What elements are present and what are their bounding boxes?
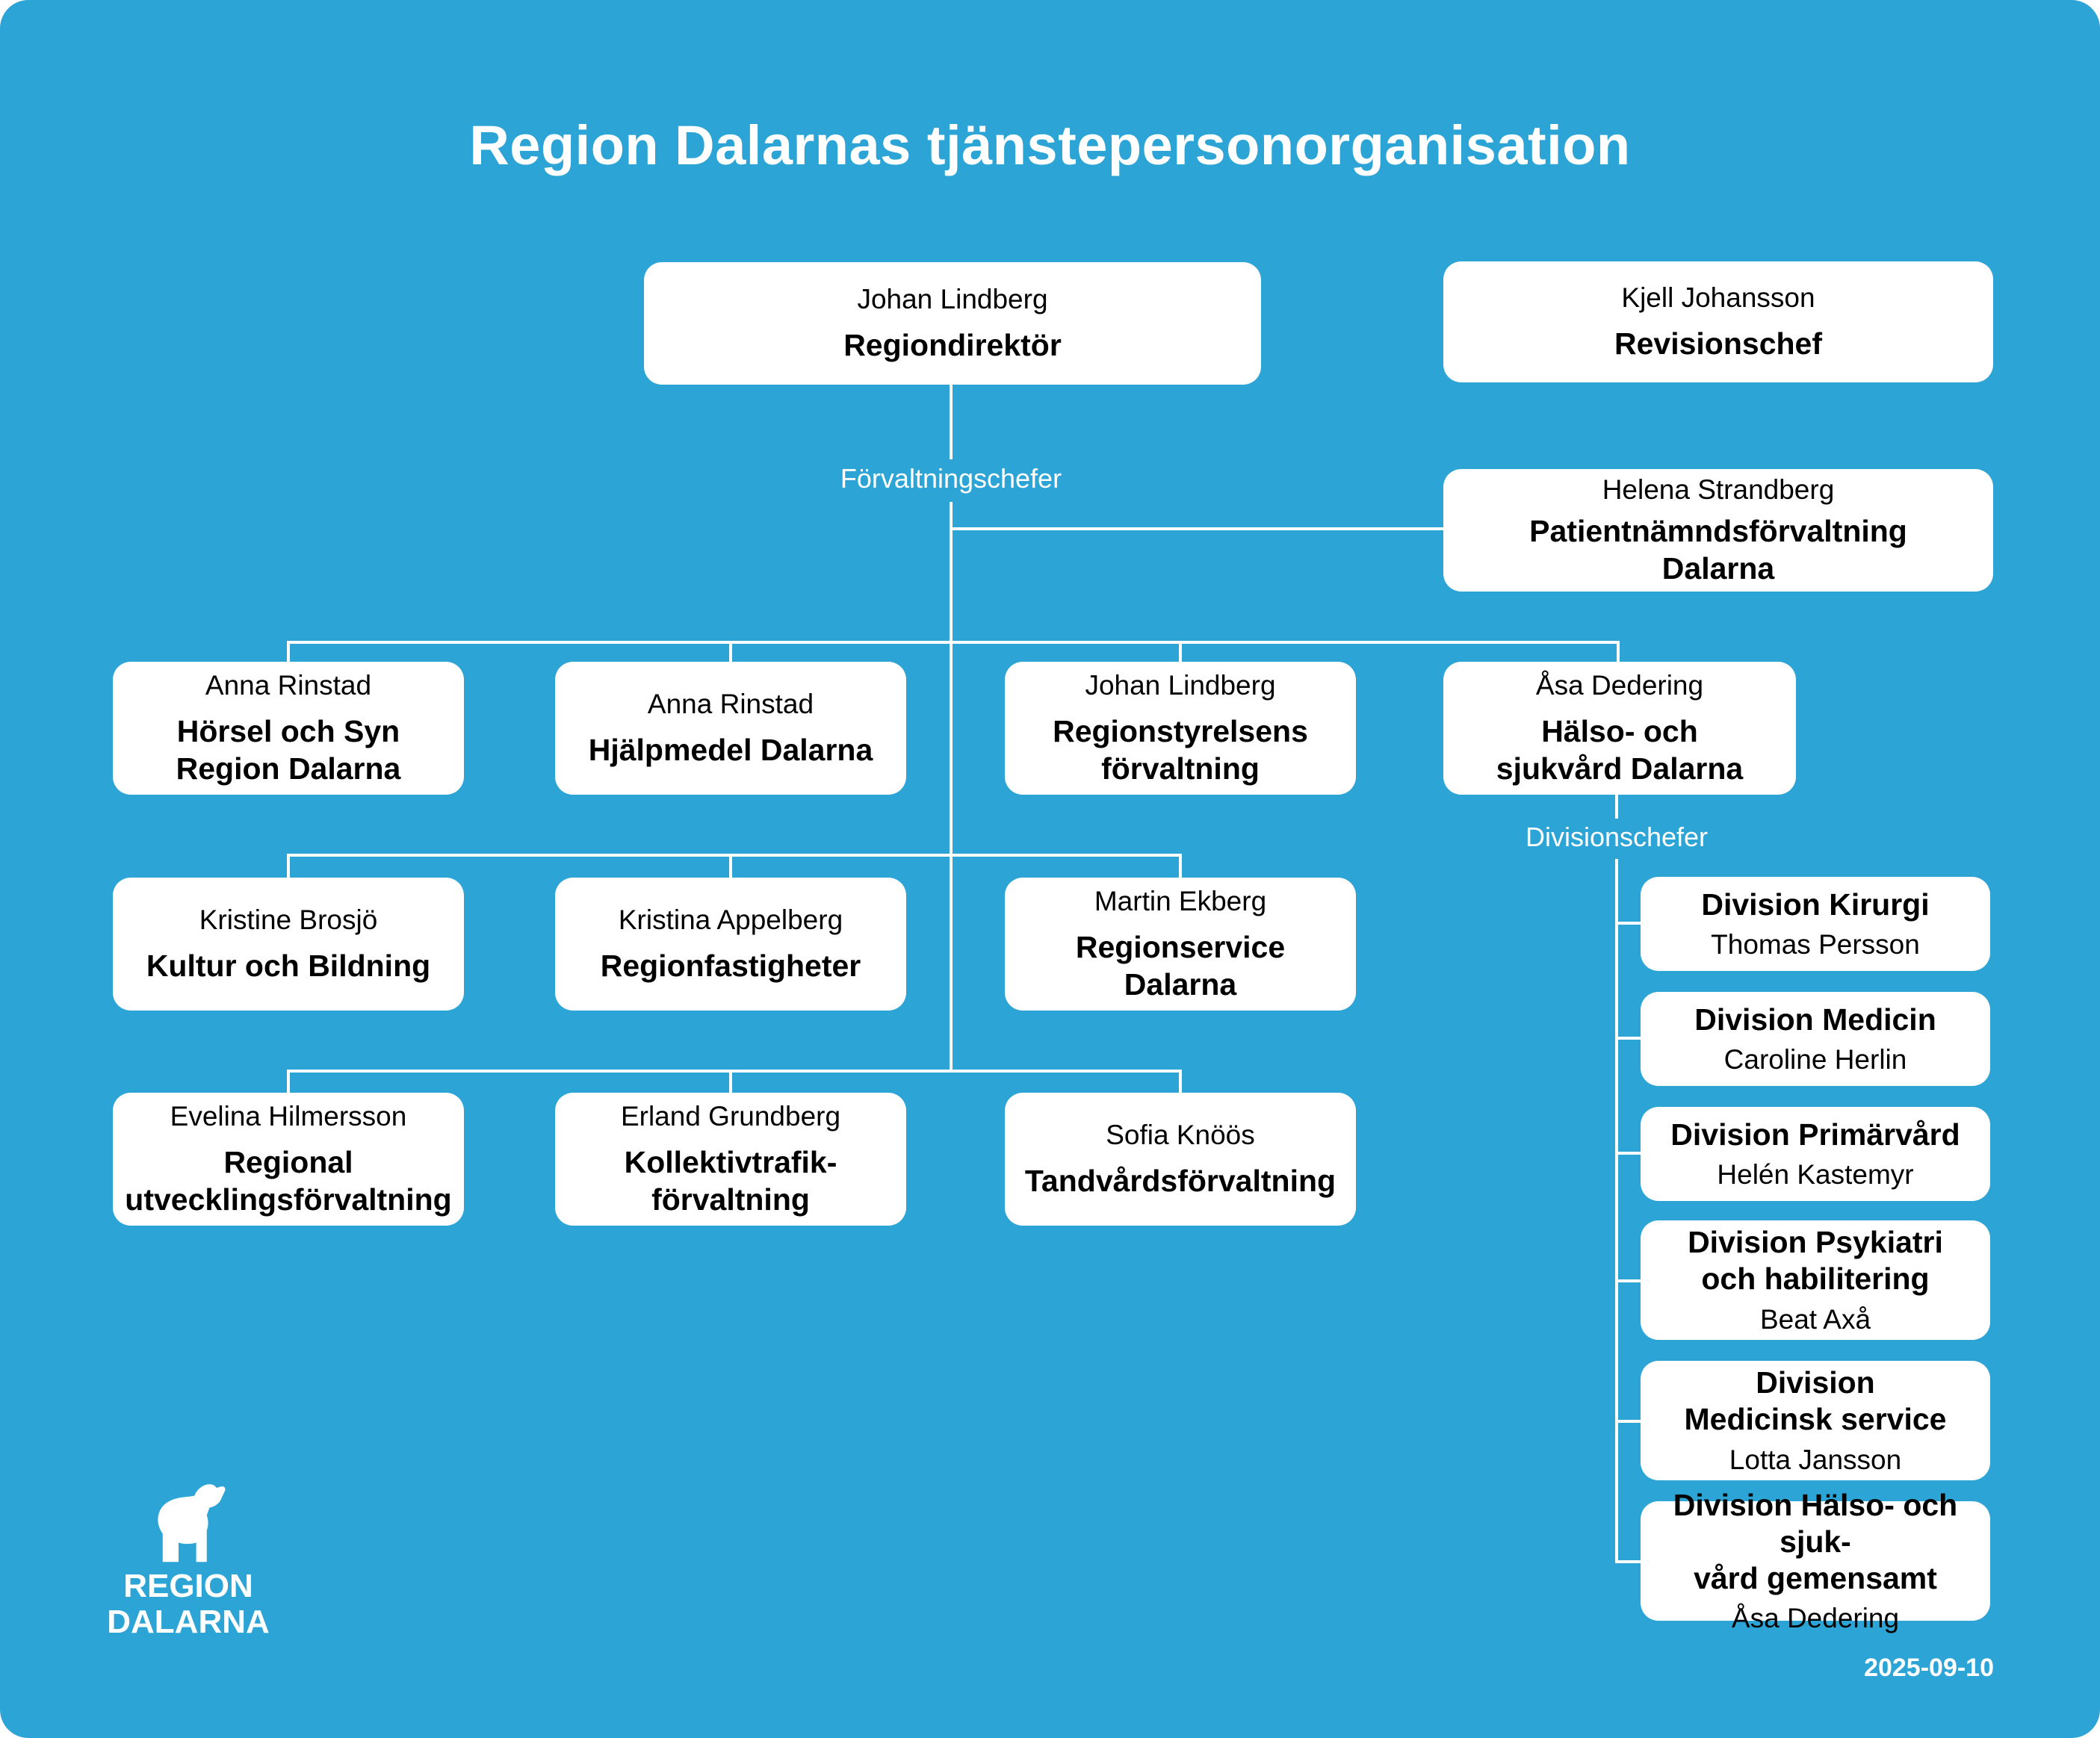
role-title: Hälso- och sjukvård Dalarna [1496,713,1744,786]
connector-branch-row1 [287,641,1620,644]
person-name: Beat Axå [1759,1303,1871,1335]
group-label-forvaltningschefer: Förvaltningschefer [840,463,1062,494]
connector-division-elbow-3 [1615,1152,1642,1155]
node-patientnamndsforvaltning: Helena Strandberg Patientnämndsförvaltni… [1443,469,1993,592]
date-label: 2025-09-10 [1864,1654,1994,1682]
node-halso-och-sjukvard-dalarna: Åsa Dedering Hälso- och sjukvård Dalarna [1443,662,1796,795]
role-title: Revisionschef [1614,326,1822,361]
person-name: Åsa Dedering [1731,1603,1900,1634]
role-title: Patientnämndsförvaltning Dalarna [1529,514,1907,586]
role-title: Hjälpmedel Dalarna [588,732,873,767]
role-title: Regionstyrelsens förvaltning [1053,713,1308,786]
connector-division-elbow-1 [1615,922,1642,925]
division-title: Division Kirurgi [1701,887,1930,922]
role-title: Hörsel och Syn Region Dalarna [176,713,401,786]
node-tandvardsforvaltning: Sofia Knöös Tandvårdsförvaltning [1005,1093,1356,1226]
node-division-kirurgi: Division Kirurgi Thomas Persson [1641,877,1990,971]
division-title: Division Medicinsk service [1684,1365,1947,1437]
person-name: Kristine Brosjö [199,904,378,936]
connector-stub-row1-2 [729,641,732,663]
division-title: Division Hälso- och sjuk- vård gemensamt [1673,1487,1958,1595]
node-division-medicin: Division Medicin Caroline Herlin [1641,992,1990,1086]
connector-division-elbow-4 [1615,1279,1642,1282]
logo-text-region: REGION [123,1568,253,1604]
person-name: Lotta Jansson [1729,1444,1902,1475]
division-title: Division Primärvård [1670,1117,1960,1152]
node-hjalpmedel-dalarna: Anna Rinstad Hjälpmedel Dalarna [555,662,906,795]
role-title: Kultur och Bildning [146,948,431,983]
connector-branch-row3 [287,1070,1182,1073]
node-kultur-och-bildning: Kristine Brosjö Kultur och Bildning [113,878,464,1011]
division-title: Division Psykiatri och habilitering [1688,1225,1943,1297]
role-title: Regional utvecklingsförvaltning [125,1144,452,1217]
role-title: Regionservice Dalarna [1075,929,1286,1002]
division-title: Division Medicin [1694,1002,1936,1037]
connector-stub-row3-1 [287,1070,290,1093]
page-title: Region Dalarnas tjänstepersonorganisatio… [469,114,1631,176]
node-regionfastigheter: Kristina Appelberg Regionfastigheter [555,878,906,1011]
connector-division-spine-main [1615,859,1618,1562]
connector-branch-patient [950,527,1445,530]
connector-division-spine-top [1615,794,1618,819]
person-name: Helén Kastemyr [1717,1158,1914,1190]
node-horsel-och-syn: Anna Rinstad Hörsel och Syn Region Dalar… [113,662,464,795]
connector-stub-row2-2 [729,854,732,878]
person-name: Anna Rinstad [647,689,814,720]
person-name: Helena Strandberg [1602,474,1835,505]
connector-branch-row2 [287,854,1182,857]
connector-division-elbow-5 [1615,1420,1642,1423]
connector-stub-row3-3 [1179,1070,1182,1093]
connector-stub-row1-4 [1617,641,1620,663]
region-dalarna-logo: REGION DALARNA [105,1477,272,1641]
person-name: Caroline Herlin [1723,1043,1907,1075]
role-title: Regionfastigheter [600,948,861,983]
person-name: Johan Lindberg [1085,670,1276,701]
person-name: Anna Rinstad [205,670,372,701]
node-regiondirektor: Johan Lindberg Regiondirektör [644,262,1261,385]
node-revisionschef: Kjell Johansson Revisionschef [1443,261,1993,382]
connector-division-elbow-2 [1615,1037,1642,1040]
person-name: Erland Grundberg [620,1101,841,1132]
connector-stub-row3-2 [729,1070,732,1093]
person-name: Kristina Appelberg [618,904,843,936]
person-name: Johan Lindberg [857,284,1048,315]
connector-division-elbow-6 [1615,1560,1642,1563]
connector-stub-row2-3 [1179,854,1182,878]
person-name: Thomas Persson [1711,928,1920,960]
connector-stub-row2-1 [287,854,290,878]
node-division-primarvard: Division Primärvård Helén Kastemyr [1641,1107,1990,1201]
role-title: Regiondirektör [843,327,1062,362]
person-name: Åsa Dedering [1535,670,1704,701]
node-kollektivtrafikforvaltning: Erland Grundberg Kollektivtrafik- förval… [555,1093,906,1226]
node-division-psykiatri-och-habilitering: Division Psykiatri och habilitering Beat… [1641,1220,1990,1340]
group-label-divisionschefer: Divisionschefer [1525,822,1709,852]
person-name: Evelina Hilmersson [170,1101,407,1132]
logo-text-dalarna: DALARNA [107,1604,270,1641]
node-division-halso-och-sjukvard-gemensamt: Division Hälso- och sjuk- vård gemensamt… [1641,1488,1990,1633]
role-title: Tandvårdsförvaltning [1024,1163,1336,1198]
connector-stub-row1-3 [1179,641,1182,663]
person-name: Martin Ekberg [1094,886,1267,917]
role-title: Kollektivtrafik- förvaltning [624,1144,837,1217]
person-name: Kjell Johansson [1621,282,1815,314]
node-division-medicinsk-service: Division Medicinsk service Lotta Jansson [1641,1361,1990,1480]
node-regionstyrelsens-forvaltning: Johan Lindberg Regionstyrelsens förvaltn… [1005,662,1356,795]
dala-horse-icon [158,1484,226,1562]
connector-spine-top [950,385,953,459]
node-regional-utvecklingsforvaltning: Evelina Hilmersson Regional utvecklingsf… [113,1093,464,1226]
connector-spine-main [950,502,953,1073]
node-regionservice-dalarna: Martin Ekberg Regionservice Dalarna [1005,878,1356,1011]
person-name: Sofia Knöös [1106,1120,1255,1151]
connector-stub-row1-1 [287,641,290,663]
